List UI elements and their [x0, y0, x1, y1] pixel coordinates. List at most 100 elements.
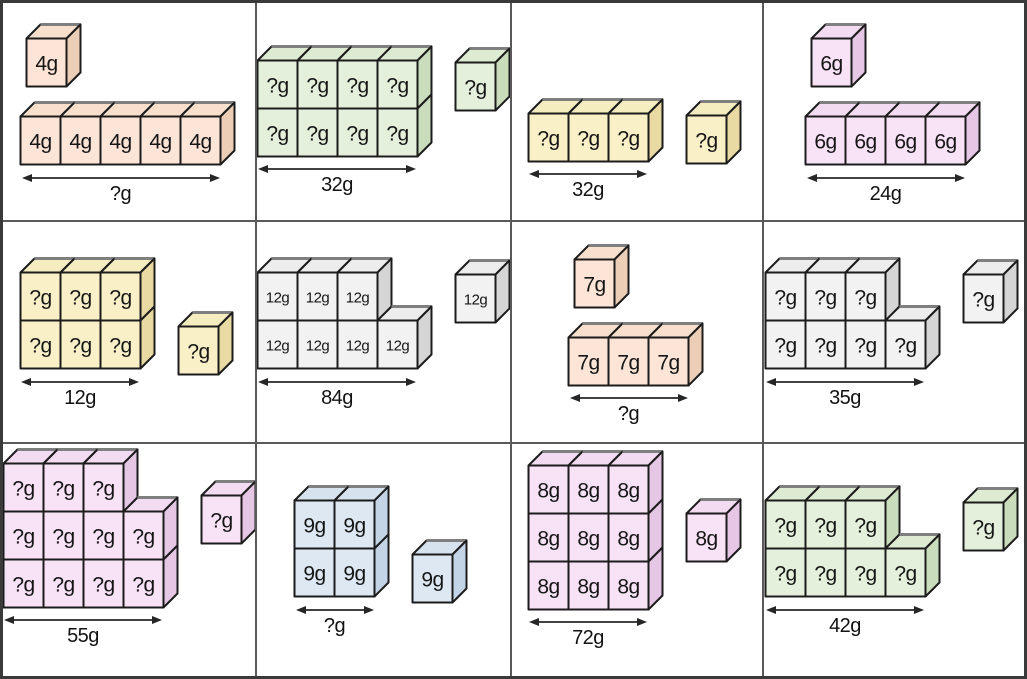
cube-weight-label: 9g [343, 563, 365, 586]
cube-weight-label: ?g [464, 76, 486, 99]
stack-cube: 12g [296, 257, 352, 322]
stack-cube: ?g [884, 533, 940, 598]
cube-front-face [962, 501, 1004, 552]
single-cube: 6g [810, 23, 867, 88]
total-weight-arrow [21, 377, 139, 386]
cube-weight-label: 9g [303, 515, 325, 538]
cube-side-face [647, 546, 663, 610]
cube-weight-label: 6g [820, 53, 842, 76]
cube-weight-label: ?g [52, 573, 74, 596]
cube-weight-label: ?g [695, 129, 717, 152]
cube-weight-label: ?g [210, 509, 232, 532]
stack-cube: ?g [844, 319, 886, 370]
cube-weight-label: ?g [69, 287, 91, 310]
total-weight-label: 55g [67, 625, 99, 647]
cube-front-face [177, 325, 219, 376]
stack-cube: 6g [884, 101, 941, 166]
stack-cube: ?g [99, 257, 155, 322]
total-weight-arrow [21, 173, 220, 182]
stack-cube: 6g [804, 101, 861, 166]
stack-cube: 4g [179, 101, 236, 166]
cube-front-face [685, 114, 727, 164]
single-cube: 9g [411, 539, 468, 604]
cube-weight-label: ?g [577, 127, 599, 150]
cube-weight-label: ?g [854, 515, 876, 538]
cube-weight-label: 4g [35, 53, 57, 76]
cube-weight-label: 8g [695, 527, 717, 550]
cube-weight-label: ?g [29, 287, 51, 310]
cube-weight-label: ?g [894, 563, 916, 586]
stack-cube: 6g [924, 101, 981, 166]
total-weight-label: 24g [869, 182, 902, 205]
cube-weight-label: ?g [132, 573, 154, 596]
cube-weight-label: ?g [132, 525, 154, 548]
cube-weight-label: ?g [386, 122, 408, 145]
stack-cube: ?g [82, 558, 124, 608]
single-cube: ?g [962, 487, 1018, 552]
cube-front-face [647, 336, 690, 386]
total-weight-arrow [295, 605, 374, 614]
cube-weight-label: ?g [346, 122, 368, 145]
stack-cube: 8g [607, 449, 663, 514]
cube-weight-label: ?g [52, 525, 74, 548]
stack-cube: 8g [527, 449, 583, 514]
cube-weight-label: 4g [109, 131, 131, 154]
cube-front-face [810, 37, 853, 88]
stack-cube: ?g [99, 305, 155, 370]
cube-weight-label: ?g [306, 74, 328, 97]
cube-weight-label: ?g [774, 515, 796, 538]
stack-cube: 8g [567, 449, 623, 514]
cube-weight-label: 6g [894, 131, 916, 154]
cube-weight-label: 12g [305, 290, 329, 307]
total-weight-arrow [258, 377, 416, 386]
cube-front-face [200, 494, 242, 544]
cube-front-face [607, 560, 649, 610]
stack-cube: ?g [42, 558, 84, 608]
cube-weight-label: 7g [583, 273, 605, 296]
single-cube: ?g [685, 99, 741, 164]
cube-front-face [884, 547, 926, 598]
stack-cube: ?g [527, 97, 583, 162]
cube-front-face [573, 258, 616, 308]
cube-weight-label: ?g [537, 127, 559, 150]
cube-weight-label: ?g [109, 335, 131, 358]
cube-front-face [376, 107, 418, 157]
cube-weight-label: 6g [934, 131, 956, 154]
cube-weight-label: ?g [814, 515, 836, 538]
cube-weight-label: ?g [109, 287, 131, 310]
stack-cube: ?g [376, 44, 432, 109]
cube-weight-label: ?g [814, 563, 836, 586]
cube-weight-label: ?g [617, 127, 639, 150]
total-weight-label: 35g [829, 386, 861, 409]
cube-front-face [376, 319, 418, 370]
cube-front-face [454, 273, 496, 324]
stack-cube: ?g [59, 257, 115, 322]
cube-front-face [607, 112, 649, 162]
cube-front-face [333, 547, 376, 598]
cube-weight-label: ?g [187, 341, 209, 364]
single-cube: 8g [685, 497, 741, 562]
cube-weight-label: ?g [972, 289, 994, 312]
single-cube: ?g [200, 479, 255, 544]
total-weight-arrow [4, 616, 162, 624]
cube-weight-label: ?g [92, 477, 114, 500]
single-cube: 7g [573, 243, 630, 308]
total-weight-arrow [766, 377, 924, 386]
total-weight-label: ?g [109, 182, 132, 205]
cube-weight-label: 7g [657, 351, 679, 374]
stack-cube: 9g [293, 547, 336, 598]
cube-weight-label: 4g [29, 131, 51, 154]
cube-weight-label: 8g [537, 479, 559, 502]
cube-weight-label: 8g [577, 479, 599, 502]
stack-cube: ?g [122, 544, 178, 608]
